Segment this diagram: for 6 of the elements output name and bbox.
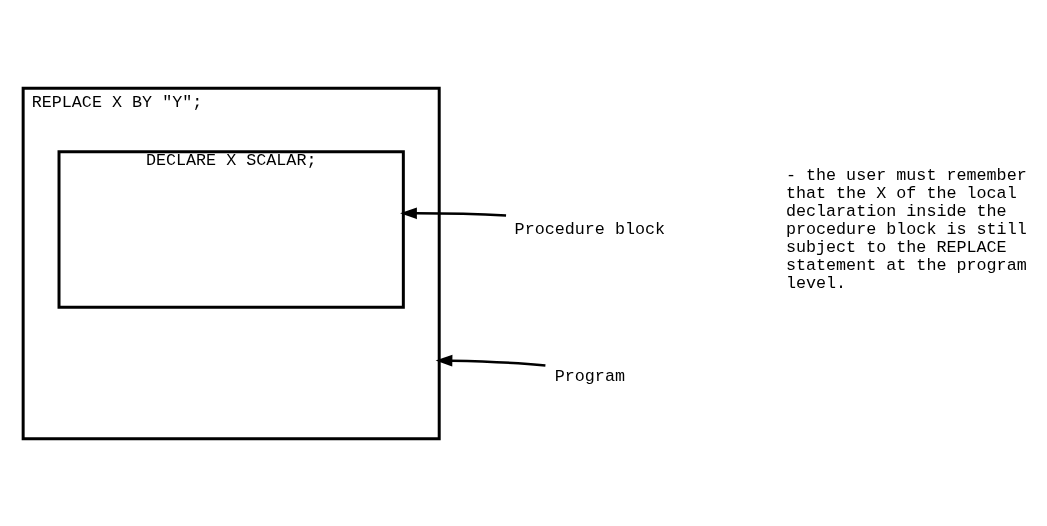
arrow — [435, 354, 546, 367]
label: - the user must remember that the X of the local declaration inside the procedure block is still subject to the REPLACE statement at the program level. — [785, 165, 1027, 293]
node-text: Program — [554, 366, 625, 386]
arrow — [400, 206, 507, 219]
node-text: Procedure block — [514, 219, 666, 239]
node-box: DECLARE X SCALAR; — [57, 149, 405, 309]
